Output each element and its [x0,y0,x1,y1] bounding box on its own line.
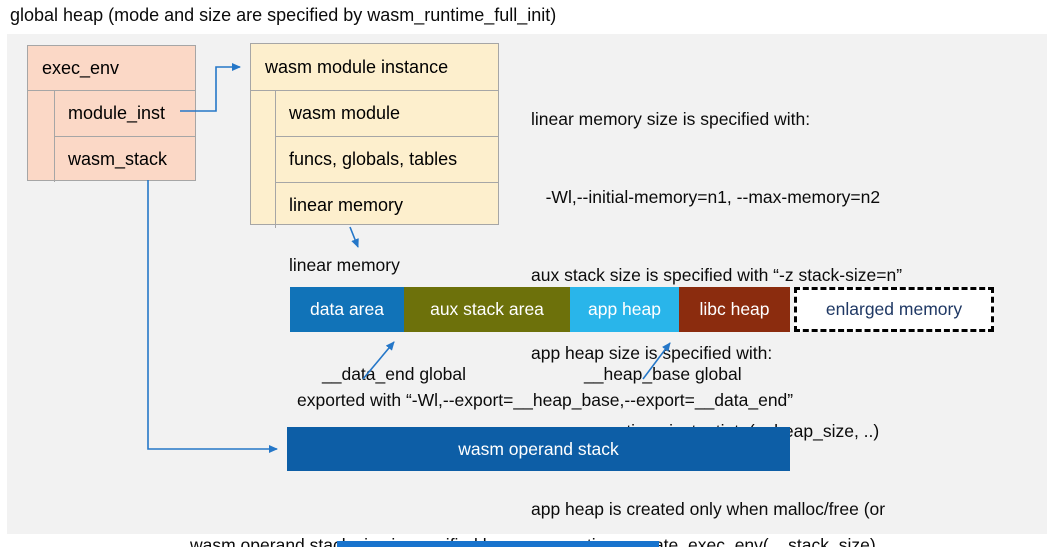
wasm-operand-stack-bar: wasm operand stack [287,427,790,471]
segment-enlarged-memory: enlarged memory [794,287,994,332]
segment-data-area: data area [290,287,404,332]
segment-aux-stack-area: aux stack area [404,287,570,332]
exec-env-header: exec_env [28,46,195,91]
bottom-accent-strip [337,541,659,547]
exec-env-box: exec_env module_inst wasm_stack [27,45,196,182]
data-end-annotation: __data_end global [322,364,467,384]
segment-libc-heap: libc heap [679,287,790,332]
heap-base-annotation: __heap_base global [584,364,742,384]
module-instance-header: wasm module instance [251,44,498,91]
note-line: app heap is created only when malloc/fre… [531,499,886,519]
note-line: app heap size is specified with: [531,343,773,363]
exec-env-rows: module_inst wasm_stack [54,91,195,182]
module-instance-rows: wasm module funcs, globals, tables linea… [275,91,498,228]
export-flags-annotation: exported with “-Wl,--export=__heap_base,… [297,390,794,410]
module-instance-row-funcs-globals-tables: funcs, globals, tables [276,136,498,182]
note-line: aux stack size is specified with “-z sta… [531,265,903,285]
operand-stack-notes: wasm operand stack size is specified by … [190,478,876,547]
linear-memory-bar: data area aux stack area app heap libc h… [290,287,994,332]
segment-app-heap: app heap [570,287,679,332]
module-instance-row-wasm-module: wasm module [289,103,401,123]
exec-env-row-wasm-stack: wasm_stack [55,136,195,182]
note-line: linear memory size is specified with: [531,109,811,129]
module-instance-row-linear-memory: linear memory [276,182,498,228]
linear-memory-label: linear memory [289,255,400,275]
exec-env-row-module-inst: module_inst [68,103,166,123]
module-instance-box: wasm module instance wasm module funcs, … [250,43,499,228]
note-line: -Wl,--initial-memory=n1, --max-memory=n2 [531,187,881,207]
diagram-title: global heap (mode and size are specified… [10,5,557,25]
